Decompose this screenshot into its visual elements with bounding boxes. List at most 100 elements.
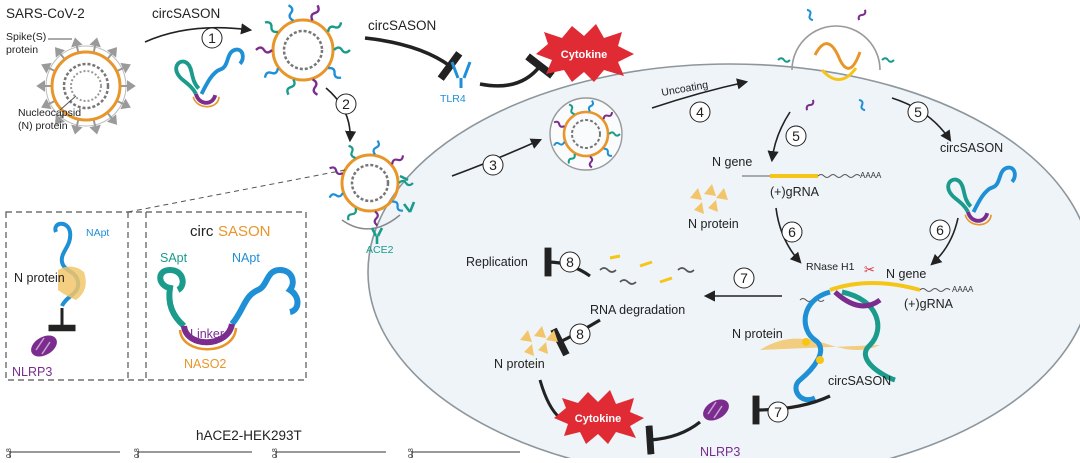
bound-circsason [326,22,343,33]
grna-tail-2 [919,288,951,292]
bound-circsason [327,66,342,79]
spike-head [106,47,118,58]
polya-top: AAAA [860,171,882,180]
inhibit-tlr4 [364,36,463,81]
circsason-label-right: circSASON [940,141,1003,155]
nucleocapsid-label-2: (N) protein [18,120,68,132]
bound-circsason [255,46,273,54]
bound-circsason [347,207,357,221]
bound-circsason [391,155,405,165]
naso2-strand [178,327,238,351]
bound-circsason [333,46,351,54]
spike-head [71,37,83,48]
bound-circsason [264,21,279,34]
bound-circsason [806,8,814,22]
linker-strand [181,323,235,346]
nucleocapsid-label: Nucleocapsid [18,107,81,119]
napt-label: NApt [232,251,260,265]
spike-head [89,124,101,135]
step-5a: 5 [792,128,800,144]
napt-label-left: NApt [86,227,109,239]
n-protein-cluster [690,184,728,214]
bound-circsason [603,147,613,157]
scissors-icon: ✂ [864,262,875,277]
bound-circsason [777,57,791,63]
cytokine-label-bottom: Cytokine [575,413,621,425]
n-protein-label-bound: N protein [732,327,783,341]
bound-circsason [328,192,344,199]
ace2-receptors [370,174,416,244]
spike-head [71,124,83,135]
sapt-strand [157,266,187,329]
step-1: 1 [208,30,216,46]
step-8a: 8 [566,254,574,270]
spike-head [41,62,52,74]
bound-circsason [567,153,576,164]
inhibit-cytokine-bottom [645,420,701,455]
bound-circsason [805,99,815,111]
tlr4-receptor [450,61,472,88]
endosome [549,97,623,171]
bound-circsason [329,166,344,176]
bound-circsason [263,67,280,78]
bound-circsason [287,4,295,22]
bound-circsason [348,144,356,159]
bound-circsason [553,141,566,147]
host-cell [367,63,1080,463]
circsason-label-tlr: circSASON [368,18,436,33]
arrow-step-6b [930,217,959,266]
rnase-label: RNase H1 [806,261,855,273]
inset-frame [5,211,307,381]
chart-frames-cutoff [9,451,520,458]
bound-circsason [568,103,575,116]
n-protein-label-inset: N protein [14,271,65,285]
grna-label-2: (+)gRNA [904,297,954,311]
spike-head [41,98,52,110]
polya-bottom: AAAA [952,285,974,294]
step-8b: 8 [576,326,584,342]
n-protein-label-bottom: N protein [494,357,545,371]
bound-circsason [392,200,404,212]
spike-head [127,80,136,92]
bound-circsason [602,112,614,120]
sars-cov-2-virion [36,37,136,135]
linker-label: Linker [190,327,224,341]
bound-circsason [373,210,379,227]
inhibit-cytokine-top [479,53,555,88]
n-gene-label: N gene [712,155,752,169]
grna-tail [817,174,861,178]
napt-strand [229,266,301,326]
step-6a: 6 [788,224,796,240]
tick-label-2: 0.8 [134,448,141,458]
rna-fragments [599,254,695,285]
bound-circsason [881,57,895,63]
spike-head [120,62,131,74]
virus-name: SARS-CoV-2 [6,6,85,21]
spike-head [54,47,66,58]
bound-circsason [553,120,565,128]
step-7b: 7 [774,404,782,420]
cytokine-label-top: Cytokine [561,49,607,61]
circsason-label-bottom: circSASON [828,374,891,388]
n-protein-cluster-bottom [520,326,558,356]
grna-duplex [829,281,921,292]
grna-label: (+)gRNA [770,185,820,199]
step-2: 2 [342,96,350,112]
bound-circsason [372,140,380,156]
tick-label-3: 0.8 [272,448,279,458]
spike-head [36,80,45,92]
spike-head [120,98,131,110]
uncoating-vesicle [777,8,895,112]
bound-circsason [608,131,621,137]
arrow-step-5a [767,111,791,163]
bound-circsason [311,78,319,96]
cytokine-burst-bottom: Cytokine [554,390,644,444]
virion-at-ace2 [328,140,414,230]
inset-title-sason: SASON [218,223,271,240]
bound-circsason [286,78,296,96]
bound-circsason [398,179,414,187]
arrow-step-1 [144,23,253,43]
step-3: 3 [489,157,497,173]
